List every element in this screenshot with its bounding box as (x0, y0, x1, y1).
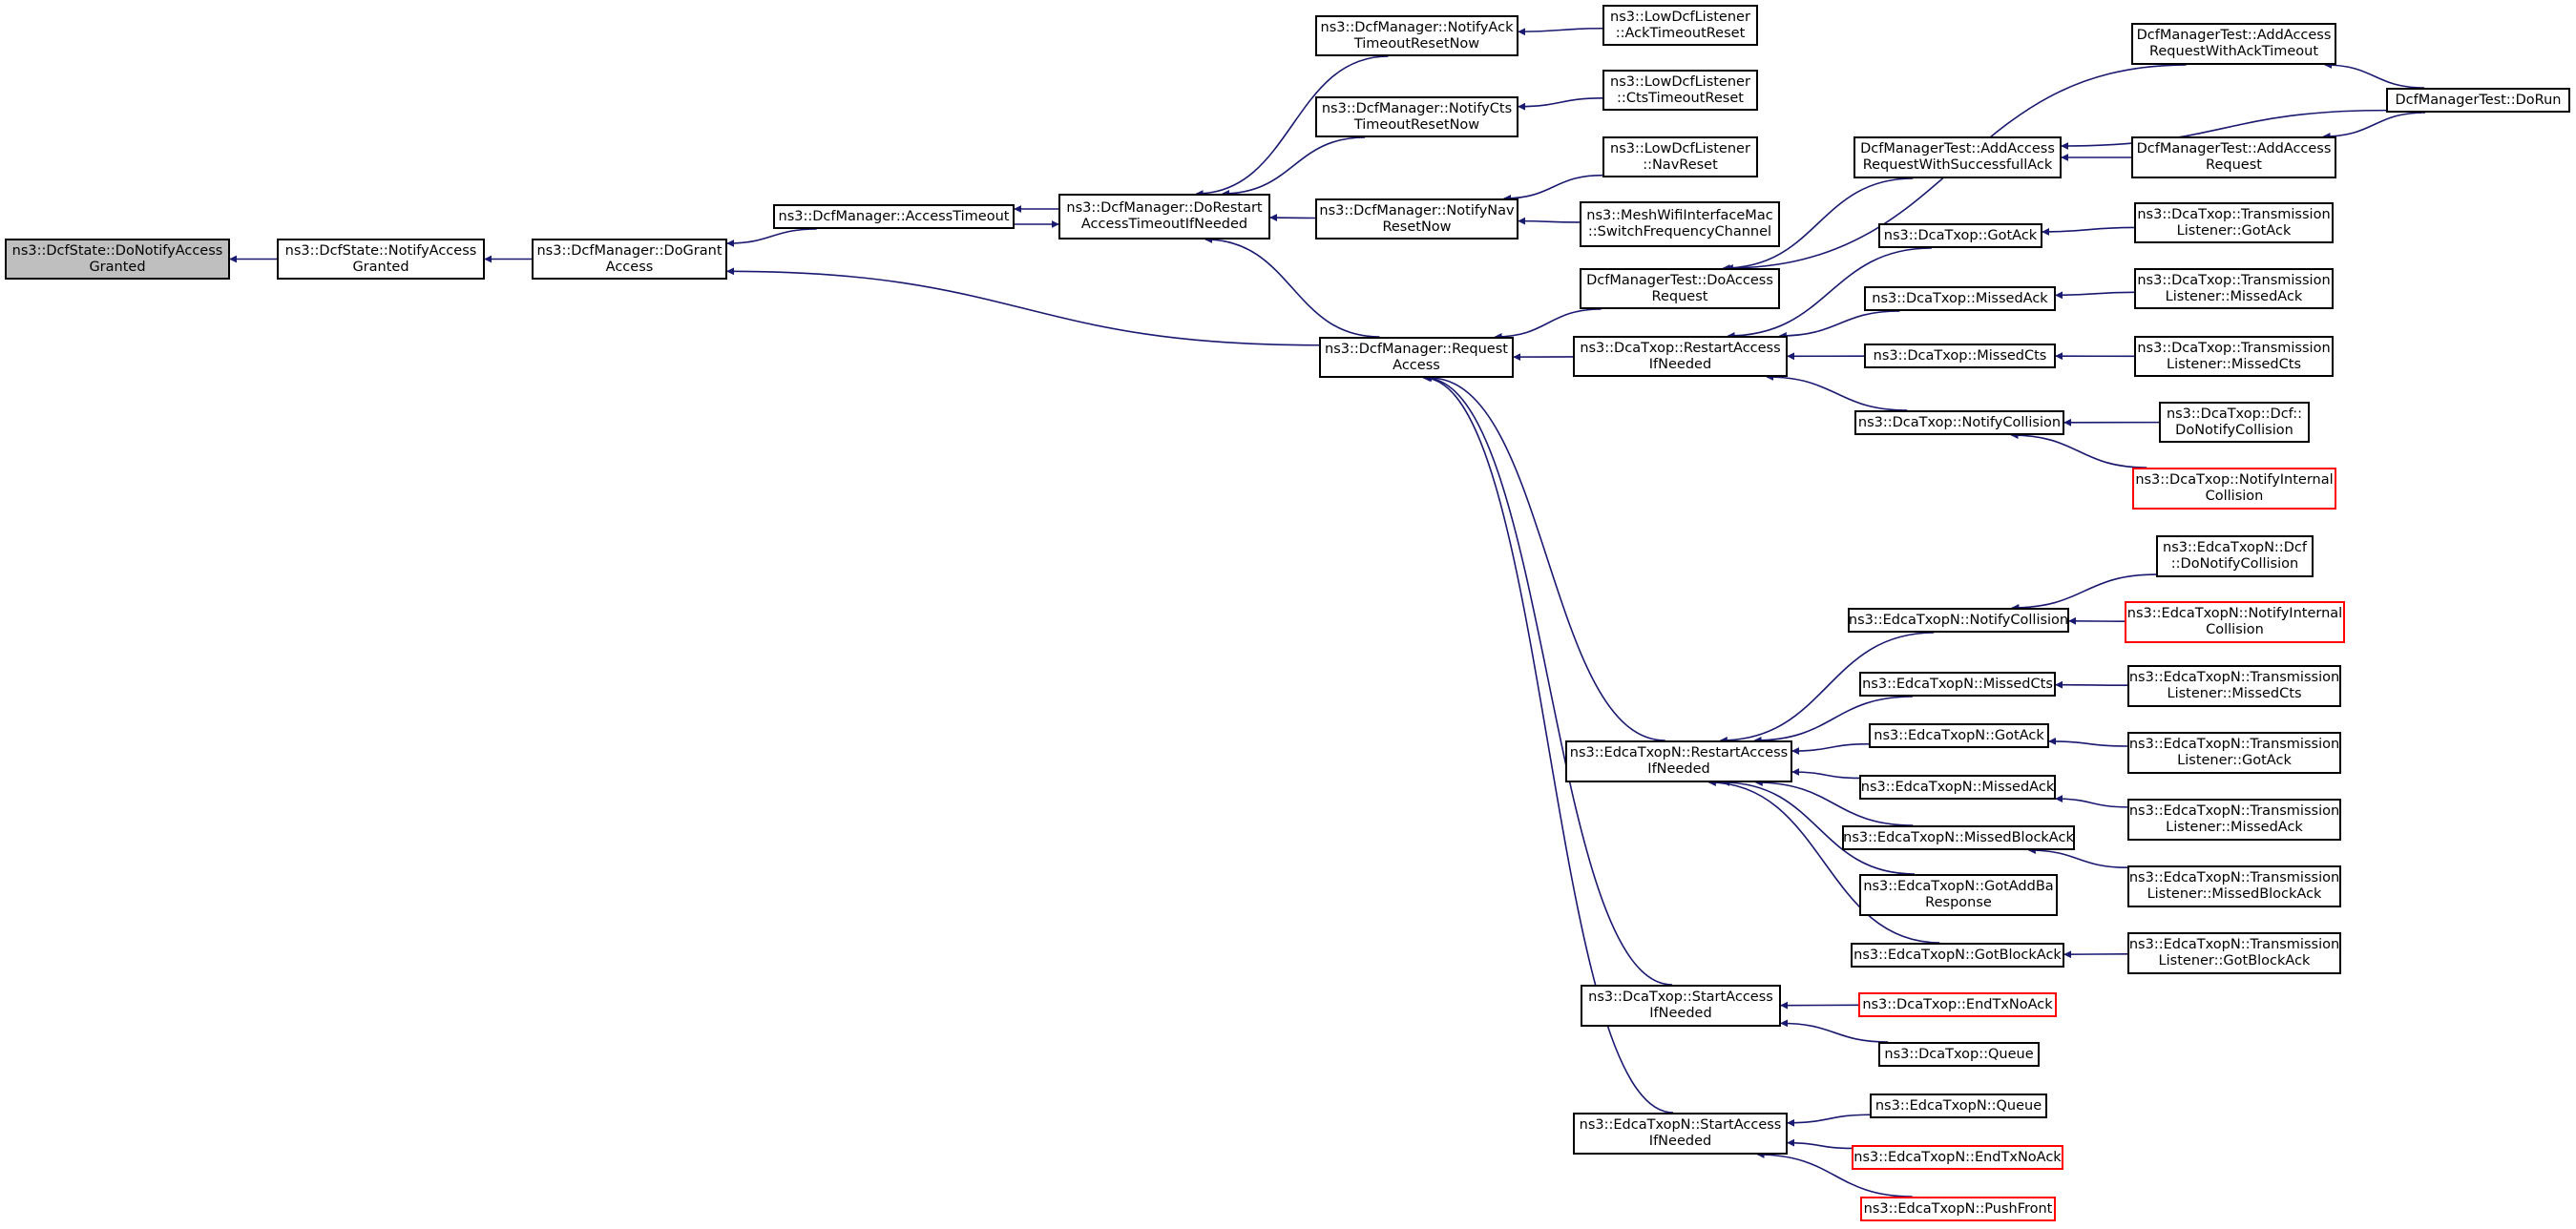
call-edge-n37-to-n30 (2011, 573, 2157, 612)
node-edcatxopn-notifycollision[interactable]: ns3::EdcaTxopN::NotifyCollision (1848, 608, 2069, 633)
node-dcatxop-transmissionlistener-missedcts[interactable]: ns3::DcaTxop::Transmission Listener::Mis… (2134, 336, 2334, 377)
node-dcfmanagertest-addaccessrequestwithacktimeout[interactable]: DcfManagerTest::AddAccess RequestWithAck… (2131, 23, 2336, 65)
call-edge-n20-to-n15 (1727, 247, 1932, 340)
node-edcatxopn-dcf-donotifycollision[interactable]: ns3::EdcaTxopN::Dcf ::DoNotifyCollision (2156, 535, 2314, 577)
node-dcfmanager-notifyctstimeoutresetnow[interactable]: ns3::DcfManager::NotifyCts TimeoutResetN… (1315, 96, 1518, 137)
call-edge-n12-to-n8 (1518, 217, 1581, 225)
call-edge-n6-to-n5 (1195, 55, 1389, 198)
call-edge-n24-to-n20 (2042, 226, 2135, 236)
node-lowdcflistener-ctstimeoutreset[interactable]: ns3::LowDcfListener ::CtsTimeoutReset (1602, 70, 1758, 111)
call-edge-n13-to-n3 (726, 267, 1320, 346)
node-edcatxopn-gotaddbaresponse[interactable]: ns3::EdcaTxopN::GotAddBa Response (1859, 874, 2058, 916)
call-edge-n14-to-n13 (1494, 308, 1602, 341)
node-dcatxop-gotack[interactable]: ns3::DcaTxop::GotAck (1878, 223, 2042, 248)
node-edcatxopn-gotack[interactable]: ns3::EdcaTxopN::GotAck (1869, 723, 2049, 748)
node-dcfmanager-requestaccess[interactable]: ns3::DcfManager::Request Access (1319, 337, 1514, 378)
node-edcatxopn-transmissionlistener-gotblockack[interactable]: ns3::EdcaTxopN::Transmission Listener::G… (2127, 932, 2341, 974)
call-edge-n19-to-n18 (2322, 112, 2426, 140)
call-edge-n42-to-n34 (2027, 846, 2128, 869)
node-meshwifiinterfacemac-switchfrequencychannel[interactable]: ns3::MeshWifiInterfaceMac ::SwitchFreque… (1580, 201, 1780, 247)
call-edge-n44-to-n13 (1423, 374, 1673, 986)
call-edge-n23-to-n15 (1766, 373, 1908, 411)
call-edge-n41-to-n33 (2055, 795, 2128, 808)
node-edcatxopn-notifyinternalcollision[interactable]: ns3::EdcaTxopN::NotifyInternal Collision (2125, 601, 2345, 643)
node-dcatxop-endtxnoack[interactable]: ns3::DcaTxop::EndTxNoAck (1858, 992, 2057, 1017)
call-edge-n33-to-n29 (1791, 768, 1860, 780)
node-edcatxopn-startaccessifneeded[interactable]: ns3::EdcaTxopN::StartAccess IfNeeded (1573, 1113, 1788, 1155)
node-dcatxop-restartaccessifneeded[interactable]: ns3::DcaTxop::RestartAccess IfNeeded (1573, 336, 1788, 377)
node-edcatxopn-transmissionlistener-missedack[interactable]: ns3::EdcaTxopN::Transmission Listener::M… (2127, 799, 2341, 841)
node-edcatxopn-transmissionlistener-gotack[interactable]: ns3::EdcaTxopN::Transmission Listener::G… (2127, 732, 2341, 774)
call-edge-n4-to-n3 (726, 228, 817, 248)
node-dcatxop-notifyinternalcollision[interactable]: ns3::DcaTxop::NotifyInternal Collision (2132, 468, 2336, 510)
call-edge-n49-to-n47 (1787, 1138, 1853, 1150)
node-dcfmanagertest-addaccessrequest[interactable]: DcfManagerTest::AddAccess Request (2131, 136, 2336, 178)
node-dcatxop-missedack[interactable]: ns3::DcaTxop::MissedAck (1864, 286, 2056, 311)
node-dcfmanager-dograntaccess[interactable]: ns3::DcfManager::DoGrant Access (532, 239, 727, 280)
call-edge-n32-to-n29 (1791, 742, 1870, 756)
call-edge-n35-to-n29 (1722, 779, 1915, 875)
node-dcatxop-transmissionlistener-gotack[interactable]: ns3::DcaTxop::Transmission Listener::Got… (2134, 202, 2334, 243)
call-edge-n40-to-n32 (2048, 737, 2128, 747)
call-edge-n21-to-n15 (1778, 310, 1900, 340)
node-edcatxopn-gotblockack[interactable]: ns3::EdcaTxopN::GotBlockAck (1851, 943, 2064, 968)
call-edge-n39-to-n31 (2055, 680, 2128, 689)
call-edge-n9-to-n6 (1518, 27, 1603, 36)
node-dcfstate-notifyaccessgranted[interactable]: ns3::DcfState::NotifyAccess Granted (277, 239, 485, 280)
node-dcatxop-startaccessifneeded[interactable]: ns3::DcaTxop::StartAccess IfNeeded (1581, 985, 1781, 1027)
node-lowdcflistener-navreset[interactable]: ns3::LowDcfListener ::NavReset (1602, 136, 1758, 177)
call-edge-n29-to-n13 (1429, 374, 1665, 741)
call-edge-n10-to-n7 (1518, 96, 1603, 111)
call-edge-n19-to-n16 (2324, 61, 2425, 89)
call-edge-n17-to-n14 (1722, 177, 1914, 272)
node-dcfstate-donotifyaccessgranted: ns3::DcfState::DoNotifyAccess Granted (5, 239, 230, 280)
node-dcatxop-queue[interactable]: ns3::DcaTxop::Queue (1878, 1042, 2040, 1067)
node-dcfmanager-notifynavresetnow[interactable]: ns3::DcfManager::NotifyNav ResetNow (1315, 198, 1518, 240)
node-edcatxopn-restartaccessifneeded[interactable]: ns3::EdcaTxopN::RestartAccess IfNeeded (1565, 740, 1792, 782)
call-edge-n13-to-n5 (1204, 236, 1380, 338)
node-dcatxop-missedcts[interactable]: ns3::DcaTxop::MissedCts (1864, 344, 2056, 368)
call-edge-n30-to-n29 (1719, 632, 1935, 744)
call-edge-n31-to-n29 (1753, 696, 1914, 744)
node-edcatxopn-transmissionlistener-missedcts[interactable]: ns3::EdcaTxopN::Transmission Listener::M… (2127, 665, 2341, 707)
node-dcatxop-transmissionlistener-missedack[interactable]: ns3::DcaTxop::Transmission Listener::Mis… (2134, 268, 2334, 309)
node-edcatxopn-missedcts[interactable]: ns3::EdcaTxopN::MissedCts (1859, 672, 2056, 697)
call-edge-n47-to-n13 (1422, 374, 1674, 1114)
node-edcatxopn-queue[interactable]: ns3::EdcaTxopN::Queue (1870, 1094, 2047, 1118)
call-edge-n28-to-n23 (2010, 431, 2147, 469)
call-edge-n36-to-n29 (1707, 779, 1940, 944)
call-edge-n46-to-n44 (1780, 1019, 1889, 1043)
node-dcfmanagertest-addaccessrequestwithsuccessfullack[interactable]: DcfManagerTest::AddAccess RequestWithSuc… (1853, 136, 2062, 178)
node-dcfmanager-notifyacktimeoutresetnow[interactable]: ns3::DcfManager::NotifyAck TimeoutResetN… (1315, 15, 1518, 56)
node-edcatxopn-endtxnoack[interactable]: ns3::EdcaTxopN::EndTxNoAck (1852, 1145, 2063, 1170)
node-lowdcflistener-acktimeoutreset[interactable]: ns3::LowDcfListener ::AckTimeoutReset (1602, 5, 1758, 46)
node-dcatxop-notifycollision[interactable]: ns3::DcaTxop::NotifyCollision (1854, 410, 2064, 435)
call-edge-n50-to-n47 (1756, 1151, 1913, 1198)
call-edge-n25-to-n21 (2055, 291, 2135, 300)
call-edge-n34-to-n29 (1754, 779, 1914, 826)
node-dcfmanager-dorestartaccesstimeoutifneeded[interactable]: ns3::DcfManager::DoRestart AccessTimeout… (1058, 194, 1270, 240)
node-edcatxopn-pushfront[interactable]: ns3::EdcaTxopN::PushFront (1860, 1197, 2056, 1221)
node-dcfmanagertest-doaccessrequest[interactable]: DcfManagerTest::DoAccess Request (1580, 268, 1780, 309)
call-edge-n11-to-n8 (1502, 174, 1603, 202)
call-edge-n48-to-n47 (1787, 1114, 1871, 1127)
node-dcatxop-dcf-donotifycollision[interactable]: ns3::DcaTxop::Dcf:: DoNotifyCollision (2159, 402, 2310, 443)
call-edge-n7-to-n5 (1221, 136, 1366, 198)
node-edcatxopn-missedblockack[interactable]: ns3::EdcaTxopN::MissedBlockAck (1842, 825, 2075, 850)
call-edge-n19-to-n17 (2061, 109, 2387, 151)
node-dcfmanager-accesstimeout[interactable]: ns3::DcfManager::AccessTimeout (773, 204, 1015, 229)
node-dcfmanagertest-dorun[interactable]: DcfManagerTest::DoRun (2386, 88, 2570, 113)
node-edcatxopn-transmissionlistener-missedblockack[interactable]: ns3::EdcaTxopN::Transmission Listener::M… (2127, 865, 2341, 907)
node-edcatxopn-missedack[interactable]: ns3::EdcaTxopN::MissedAck (1859, 775, 2056, 800)
